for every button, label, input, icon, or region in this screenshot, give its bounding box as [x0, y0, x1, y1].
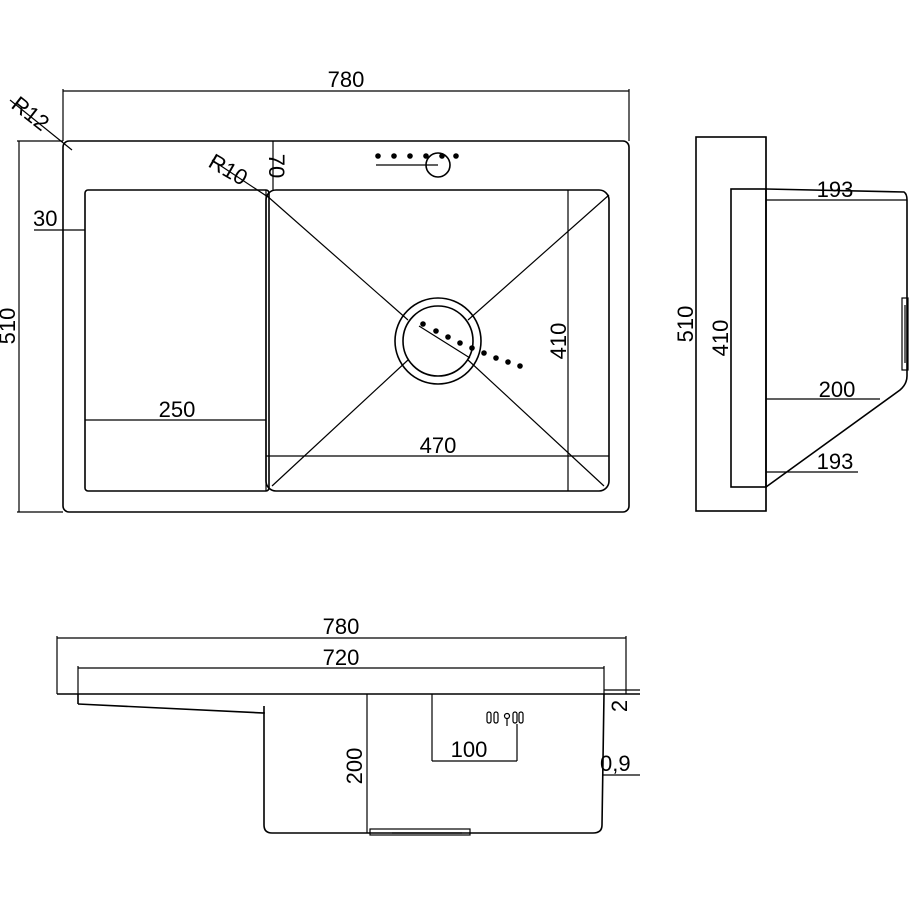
top-view: 780 510 R12 R10 70 30 250 470 410	[0, 67, 630, 513]
overflow-dot	[433, 328, 439, 334]
tap-dot	[391, 153, 397, 159]
front-view: 780 720 100 200 2	[56, 614, 640, 836]
dim-410-label: 410	[546, 323, 571, 360]
side-bowl-profile	[765, 188, 908, 488]
tap-dot	[375, 153, 381, 159]
dim-r10-label: R10	[205, 149, 252, 191]
drainboard-outline	[84, 189, 270, 492]
overflow-dots	[420, 321, 523, 369]
front-780-label: 780	[323, 614, 360, 639]
tap-dot	[439, 153, 445, 159]
sink-outline	[62, 140, 630, 513]
bowl-diagonal	[271, 359, 409, 487]
front-2-label: 2	[607, 700, 632, 712]
dim-510-label: 510	[0, 308, 20, 345]
tap-dots	[375, 153, 459, 159]
front-0-9-label: 0,9	[600, 751, 631, 776]
dim-780-label: 780	[328, 67, 365, 92]
tap-dot	[423, 153, 429, 159]
side-outlet	[901, 297, 909, 371]
drain-overflow-pipe	[418, 325, 471, 359]
drain-outer	[394, 297, 482, 385]
dim-leader-r10	[211, 159, 269, 198]
overflow-dot	[469, 345, 475, 351]
front-bowl-profile	[263, 693, 605, 834]
tap-dot	[453, 153, 459, 159]
side-193-top-label: 193	[817, 177, 854, 202]
front-720-label: 720	[323, 645, 360, 670]
side-bowl-body	[730, 188, 767, 488]
dim-70-label: 70	[264, 154, 289, 178]
drain-inner	[402, 305, 474, 377]
dim-30-label: 30	[33, 206, 57, 231]
overflow-dot	[493, 355, 499, 361]
front-200-label: 200	[342, 748, 367, 785]
side-510-label: 510	[673, 306, 698, 343]
dim-250-label: 250	[159, 397, 196, 422]
overflow-dot	[457, 340, 463, 346]
overflow-dot	[517, 363, 523, 369]
side-200-label: 200	[819, 377, 856, 402]
side-193-bottom-label: 193	[817, 449, 854, 474]
bowl-diagonal	[467, 359, 605, 487]
side-view: 510 410 193 200 193	[673, 136, 909, 512]
overflow-dot	[481, 350, 487, 356]
side-410-label: 410	[708, 320, 733, 357]
overflow-dot	[445, 334, 451, 340]
bowl-diagonal	[265, 194, 409, 321]
dim-leader-r12	[9, 99, 73, 151]
bowl-diagonal	[467, 194, 610, 321]
overflow-dot	[420, 321, 426, 327]
dim-470-label: 470	[420, 433, 457, 458]
tap-dot	[407, 153, 413, 159]
overflow-slot-icon	[486, 711, 524, 726]
front-drainboard-profile	[77, 703, 265, 714]
overflow-dot	[505, 359, 511, 365]
front-drain-fitting	[369, 828, 471, 836]
front-100-label: 100	[451, 737, 488, 762]
